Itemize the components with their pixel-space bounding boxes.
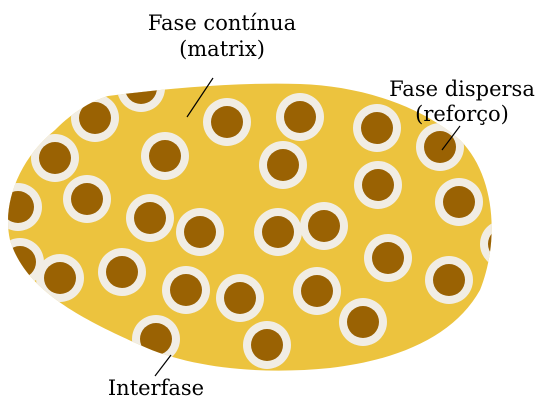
particle	[243, 321, 291, 369]
particle	[354, 161, 402, 209]
particle-core	[39, 142, 71, 174]
continuous-phase-label-line1: Fase contínua	[148, 11, 296, 35]
particle-core	[443, 186, 475, 218]
particle	[162, 266, 210, 314]
particle-core	[140, 323, 172, 355]
particle	[353, 104, 401, 152]
particle	[117, 64, 165, 112]
particle-core	[106, 256, 138, 288]
particle-core	[362, 169, 394, 201]
interface-ring	[480, 220, 528, 268]
particle-core	[44, 262, 76, 294]
particle-core	[170, 274, 202, 306]
particle-core	[4, 246, 36, 278]
particle-core	[372, 242, 404, 274]
particle	[480, 220, 528, 268]
particle-core	[488, 228, 520, 260]
particle-core	[125, 72, 157, 104]
particle	[63, 175, 111, 223]
particle	[203, 98, 251, 146]
particle	[276, 93, 324, 141]
particle	[364, 234, 412, 282]
interphase-label: Interfase	[108, 376, 204, 400]
particle	[339, 298, 387, 346]
interface-ring	[117, 64, 165, 112]
dispersed-phase-label-line2: (reforço)	[415, 102, 509, 126]
particle	[132, 315, 180, 363]
continuous-phase-label-line2: (matrix)	[179, 37, 265, 61]
particle-core	[262, 216, 294, 248]
particle-core	[184, 216, 216, 248]
particle	[98, 248, 146, 296]
particle	[254, 208, 302, 256]
particle	[141, 132, 189, 180]
particle	[293, 267, 341, 315]
particle	[435, 178, 483, 226]
particle	[259, 141, 307, 189]
particle-core	[79, 102, 111, 134]
particle-core	[284, 101, 316, 133]
particle-core	[267, 149, 299, 181]
particle	[176, 208, 224, 256]
particle-core	[361, 112, 393, 144]
particle-core	[2, 191, 34, 223]
particle-core	[308, 210, 340, 242]
particle-core	[149, 140, 181, 172]
particle	[31, 134, 79, 182]
particle-core	[211, 106, 243, 138]
particle	[300, 202, 348, 250]
particle-core	[71, 183, 103, 215]
particle	[216, 274, 264, 322]
particle-core	[301, 275, 333, 307]
particle-core	[224, 282, 256, 314]
particle-core	[134, 202, 166, 234]
particle-core	[424, 131, 456, 163]
particle-core	[251, 329, 283, 361]
particle-core	[347, 306, 379, 338]
particle	[425, 256, 473, 304]
particle	[71, 94, 119, 142]
particle-core	[433, 264, 465, 296]
interphase-leader-line	[155, 355, 171, 376]
dispersed-phase-label-line1: Fase dispersa	[389, 77, 535, 101]
particle	[126, 194, 174, 242]
